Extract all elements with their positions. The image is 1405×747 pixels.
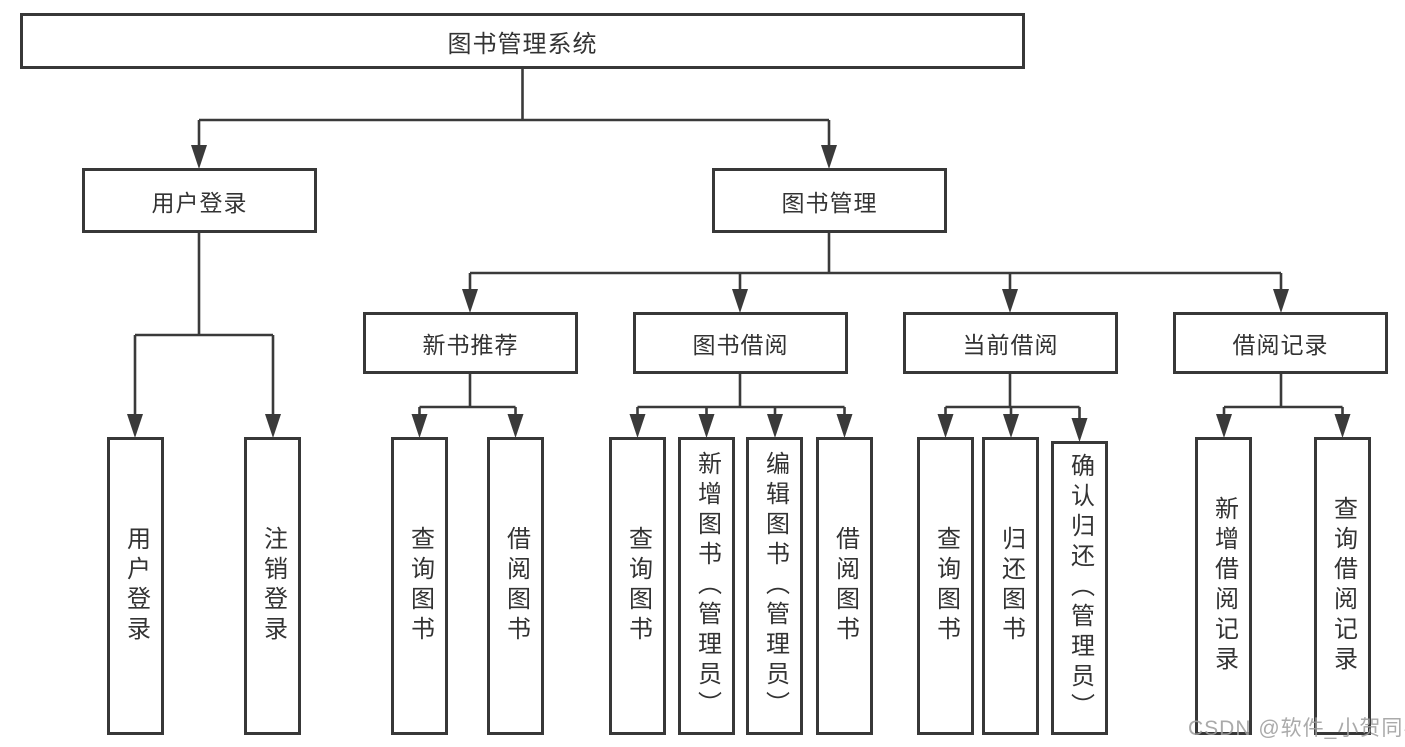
leaf-borrow-query-book-label: 查询图书 [624, 526, 652, 646]
arrow-down-icon [1216, 414, 1232, 438]
node-book-management: 图书管理 [712, 168, 947, 233]
leaf-add-book-admin-label: 新增图书（管理员） [693, 451, 721, 721]
arrow-down-icon [191, 145, 207, 169]
node-user-login-label: 用户登录 [151, 189, 248, 216]
leaf-borrow-book: 借阅图书 [816, 437, 873, 735]
csdn-watermark: CSDN @软件_小贺同学 [1188, 717, 1405, 740]
leaf-recommend-borrow-book: 借阅图书 [487, 437, 544, 735]
leaf-user-login: 用户登录 [107, 437, 164, 735]
leaf-return-book-label: 归还图书 [997, 526, 1025, 646]
arrow-down-icon [1002, 289, 1018, 313]
leaf-add-book-admin: 新增图书（管理员） [678, 437, 735, 735]
leaf-current-query-book: 查询图书 [917, 437, 974, 735]
node-book-borrow-label: 图书借阅 [692, 332, 789, 358]
node-current-borrow: 当前借阅 [903, 312, 1118, 374]
arrow-down-icon [629, 414, 646, 438]
leaf-edit-book-admin: 编辑图书（管理员） [746, 437, 803, 735]
leaf-confirm-return-admin: 确认归还（管理员） [1051, 441, 1108, 735]
arrow-down-icon [265, 414, 281, 438]
node-new-book-recommend-label: 新书推荐 [422, 332, 519, 358]
leaf-logout: 注销登录 [244, 437, 301, 735]
leaf-borrow-book-label: 借阅图书 [831, 526, 859, 646]
node-book-borrow: 图书借阅 [633, 312, 848, 374]
leaf-query-borrow-record-label: 查询借阅记录 [1329, 496, 1357, 676]
leaf-confirm-return-admin-label: 确认归还（管理员） [1066, 453, 1094, 723]
leaf-recommend-borrow-book-label: 借阅图书 [502, 526, 530, 646]
leaf-borrow-query-book: 查询图书 [609, 437, 666, 735]
leaf-recommend-query-book-label: 查询图书 [406, 526, 434, 646]
leaf-add-borrow-record-label: 新增借阅记录 [1210, 496, 1238, 676]
leaf-query-borrow-record: 查询借阅记录 [1314, 437, 1371, 735]
leaf-user-login-label: 用户登录 [122, 526, 150, 646]
arrow-down-icon [732, 289, 748, 313]
arrow-down-icon [411, 414, 428, 438]
arrow-down-icon [1071, 418, 1088, 442]
arrow-down-icon [462, 289, 478, 313]
leaf-logout-label: 注销登录 [259, 526, 287, 646]
arrow-down-icon [937, 414, 954, 438]
arrow-down-icon [836, 414, 853, 438]
node-borrow-records-label: 借阅记录 [1232, 332, 1329, 358]
arrow-down-icon [1334, 414, 1351, 438]
node-book-management-label: 图书管理 [781, 189, 878, 216]
node-root-system: 图书管理系统 [20, 13, 1025, 69]
arrow-down-icon [127, 414, 143, 438]
arrowheads [127, 145, 1351, 442]
leaf-return-book: 归还图书 [982, 437, 1039, 735]
node-current-borrow-label: 当前借阅 [962, 332, 1059, 358]
node-user-login: 用户登录 [82, 168, 317, 233]
node-borrow-records: 借阅记录 [1173, 312, 1388, 374]
arrow-down-icon [1273, 289, 1289, 313]
arrow-down-icon [698, 414, 715, 438]
arrow-down-icon [1003, 414, 1019, 438]
leaf-edit-book-admin-label: 编辑图书（管理员） [761, 451, 789, 721]
arrow-down-icon [767, 414, 783, 438]
arrow-down-icon [821, 145, 837, 169]
node-root-label: 图书管理系统 [447, 30, 598, 58]
leaf-recommend-query-book: 查询图书 [391, 437, 448, 735]
leaf-add-borrow-record: 新增借阅记录 [1195, 437, 1252, 735]
leaf-current-query-book-label: 查询图书 [932, 526, 960, 646]
arrow-down-icon [507, 414, 524, 438]
node-new-book-recommend: 新书推荐 [363, 312, 578, 374]
